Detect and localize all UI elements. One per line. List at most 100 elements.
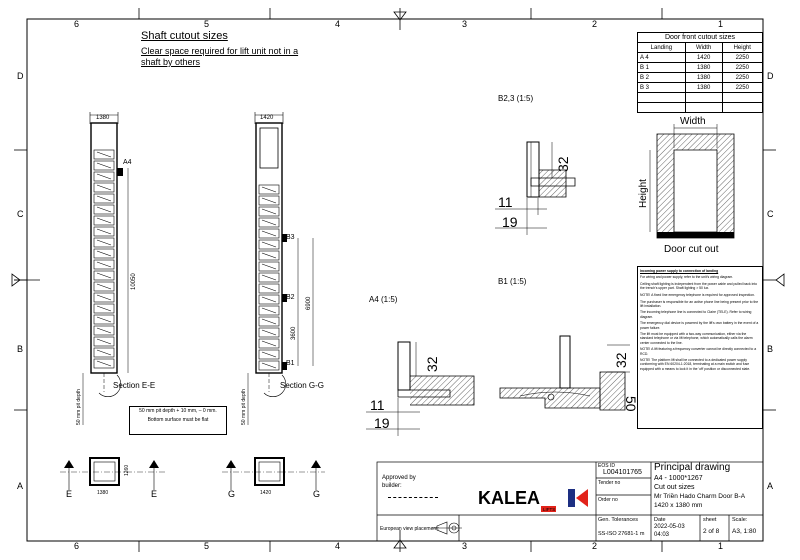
door-cutout-table: Door front cutout sizes Landing Width He… — [637, 32, 764, 113]
shaft-step — [93, 336, 115, 347]
notes-heading: Incoming power supply to connection of l… — [640, 269, 719, 273]
table-header-row: Landing Width Height — [637, 42, 764, 53]
grid-row-c-right: C — [767, 209, 774, 219]
tolerance-label: Gen. Tolerances — [598, 517, 638, 523]
installation-notes: Incoming power supply to connection of l… — [637, 266, 763, 429]
shaft-step — [93, 248, 115, 259]
shaft-step-diagonal — [261, 340, 277, 347]
shaft-step-diagonal — [261, 186, 277, 193]
table-row-empty — [637, 102, 764, 113]
grid-col-5-bottom: 5 — [204, 541, 209, 551]
sheet-label: sheet — [703, 517, 717, 523]
section-g-floor-b3: B3 — [286, 234, 295, 241]
shaft-step — [93, 237, 115, 248]
shaft-step-diagonal — [96, 195, 112, 202]
detail-a4-dim-19: 19 — [374, 415, 390, 431]
date-label: Date — [654, 517, 666, 523]
section-e-e: 1380 A4 10050 Section E-E 50 mm pit dept… — [76, 112, 155, 425]
grid-row-a-left: A — [17, 481, 23, 491]
notes-paragraph: Ceiling shaft lighting is independent fr… — [640, 281, 758, 291]
shaft-step-diagonal — [96, 162, 112, 169]
notes-paragraph: The emergency dial device is powered by … — [640, 321, 759, 330]
shaft-step — [93, 160, 115, 171]
shaft-step-diagonal — [96, 349, 112, 356]
section-g-floor-b2: B2 — [286, 294, 295, 301]
plan-g-width-label: 1420 — [260, 490, 271, 496]
shaft-step-diagonal — [96, 184, 112, 191]
section-g-landing-b1 — [282, 362, 287, 370]
notes-paragraph: NOTE! A fixed line emergency telephone i… — [640, 292, 755, 297]
shaft-step — [93, 358, 115, 369]
notes-paragraph: The purchaser is responsible for an acti… — [640, 299, 759, 308]
shaft-step-diagonal — [96, 316, 112, 323]
section-g-g: 1420 B3 B2 B1 3600 6900 Section G-G 50 m… — [241, 112, 324, 425]
shaft-step-diagonal — [261, 208, 277, 215]
section-g-landing-b2 — [282, 294, 287, 302]
shaft-step — [258, 327, 280, 338]
shaft-step — [93, 325, 115, 336]
grid-col-3-bottom: 3 — [462, 541, 467, 551]
col-header-width: Width — [684, 42, 723, 53]
shaft-step-diagonal — [261, 219, 277, 226]
shaft-step-diagonal — [261, 307, 277, 314]
plan-e-depth-label: 1260 — [124, 465, 130, 476]
page-title: Shaft cutout sizes — [141, 30, 228, 42]
cell-width: 1420 — [684, 52, 723, 63]
center-mark-bottom-icon — [393, 539, 407, 549]
section-e-floor-a4: A4 — [123, 159, 132, 166]
shaft-step-diagonal — [96, 272, 112, 279]
date-time: 04:03 — [654, 532, 670, 538]
table-row-empty — [637, 92, 764, 103]
shaft-step — [93, 281, 115, 292]
shaft-step — [258, 228, 280, 239]
date-value: 2022-05-03 — [654, 524, 685, 530]
shaft-step-diagonal — [96, 151, 112, 158]
shaft-step — [93, 204, 115, 215]
shaft-step — [258, 195, 280, 206]
shaft-step — [93, 292, 115, 303]
cell-landing: B 1 — [637, 62, 686, 73]
shaft-step-diagonal — [96, 283, 112, 290]
shaft-step — [93, 270, 115, 281]
shaft-step-diagonal — [261, 296, 277, 303]
title-line-5: 1420 x 1380 mm — [654, 502, 703, 509]
document-title: Principal drawing — [654, 462, 731, 473]
table-row: A 4 1420 2250 — [637, 52, 764, 63]
grid-row-b-left: B — [17, 344, 23, 354]
shaft-step — [258, 272, 280, 283]
section-g-label: Section G-G — [280, 381, 324, 390]
plan-e-marker-left: E — [66, 489, 72, 499]
grid-col-4-top: 4 — [335, 19, 340, 29]
section-e-pit-depth: 50 mm pit depth — [76, 389, 82, 425]
shaft-step-diagonal — [96, 206, 112, 213]
notes-paragraph: For wiring and power supply, refer to th… — [640, 275, 734, 280]
detail-b23-dim-32: 32 — [555, 156, 571, 172]
grid-row-b-right: B — [767, 344, 773, 354]
detail-a4-dim-11: 11 — [370, 397, 385, 413]
shaft-step — [258, 206, 280, 217]
page-subtitle: Clear space required for lift unit not i… — [141, 46, 299, 67]
grid-col-6-top: 6 — [74, 19, 79, 29]
door-table-title: Door front cutout sizes — [637, 32, 763, 42]
plan-e-marker-right: E — [151, 489, 157, 499]
grid-col-5-top: 5 — [204, 19, 209, 29]
plan-e-width-label: 1380 — [97, 490, 108, 496]
cell-landing: B 2 — [637, 72, 686, 83]
detail-b1-dim-50: 50 — [623, 396, 639, 412]
detail-b23-dim-19: 19 — [502, 214, 518, 230]
center-mark-left-icon — [11, 273, 21, 287]
detail-a4-label: A4 (1:5) — [369, 295, 398, 304]
grid-col-1-bottom: 1 — [718, 541, 723, 551]
grid-col-3-top: 3 — [462, 19, 467, 29]
section-e-landing-a4 — [117, 168, 123, 176]
scale-label: Scale: — [732, 517, 748, 523]
eos-id-label: EOS ID — [598, 463, 615, 469]
shaft-step-diagonal — [261, 263, 277, 270]
section-g-dim-6900: 6900 — [306, 296, 312, 310]
section-g-floor-b1: B1 — [286, 360, 295, 367]
tolerance-value: SS-ISO 27681-1 m — [598, 531, 645, 537]
shaft-step — [93, 149, 115, 160]
detail-a4: A4 (1:5) 32 11 19 — [366, 295, 475, 436]
cell-height: 2250 — [721, 52, 764, 63]
detail-b23-dim-11: 11 — [498, 194, 513, 210]
